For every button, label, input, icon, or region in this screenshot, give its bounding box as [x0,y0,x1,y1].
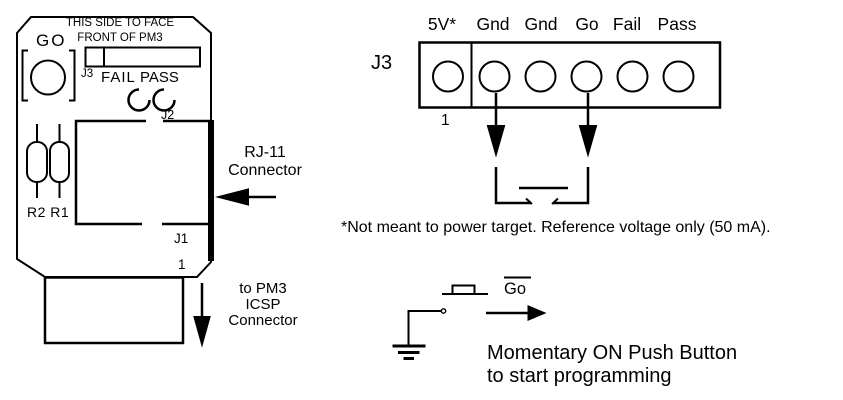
rj11-arrow-icon [215,188,276,206]
resistor-r2 [26,124,48,198]
resistor-refs: R2 R1 [27,204,70,220]
j3-header-outline [418,41,722,109]
pin-label-gnd-2: Gnd [524,14,558,34]
go-pin-arrow [578,93,598,158]
fail-label: FAIL [101,69,136,86]
pin-label-5v: 5V* [427,14,457,34]
icsp-arrow-icon [193,283,211,348]
rj11-callout-line2: Connector [228,162,302,179]
momentary-switch-wiring [494,167,590,205]
pin-label-fail: Fail [612,14,642,34]
pass-led-icon [152,88,176,112]
resistor-r1 [49,124,70,198]
go-signal-arrow [486,304,547,322]
go-button-circle [30,59,66,96]
icsp-callout-line1: to PM3 [239,280,287,297]
pass-label: PASS [140,69,179,86]
go-button-label: GO [36,31,67,50]
icsp-connector-outline [43,276,185,345]
rj11-callout-line1: RJ-11 [244,144,286,161]
ground-symbol-icon [392,344,426,360]
board-face-note-line2: FRONT OF PM3 [77,32,163,44]
rj11-connector-outline [74,119,210,226]
footnote-text: *Not meant to power target. Reference vo… [341,219,771,236]
board-face-note-line1: THIS SIDE TO FACE [65,17,175,29]
pin-label-pass: Pass [657,14,697,34]
board-j3-ref: J3 [81,68,94,80]
pin-label-go: Go [575,14,599,34]
fail-led-icon [127,88,151,112]
header-pin1-label: 1 [441,112,450,129]
j2-ref: J2 [161,108,175,122]
j3-pinout-ref: J3 [371,52,393,74]
go-button-symbol [21,49,76,102]
pushbutton-caption-line1: Momentary ON Push Button [487,342,738,364]
gnd-pin-arrow [486,93,506,158]
j3-header-pins [432,60,695,93]
j1-ref: J1 [174,231,189,246]
board-j3-connector-shape [84,46,201,68]
pushbutton-symbol [407,284,488,346]
go-signal-label: Go [504,280,527,298]
pin-label-gnd-1: Gnd [476,14,510,34]
board-pin1-label: 1 [178,257,186,272]
pushbutton-caption-line2: to start programming [487,365,672,387]
icsp-callout-line2: ICSP [245,296,281,313]
board-outline-shape [16,16,214,278]
icsp-callout-line3: Connector [228,312,298,329]
